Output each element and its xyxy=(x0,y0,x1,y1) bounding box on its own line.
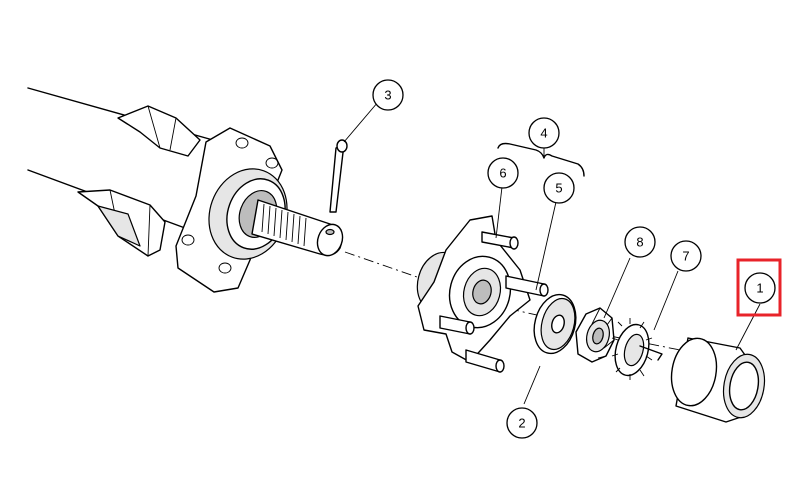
callout-8: 8 xyxy=(624,226,656,258)
callout-4-label: 4 xyxy=(540,126,547,141)
nut-retainer xyxy=(611,318,663,380)
axle-tube xyxy=(27,87,221,257)
callout-5: 5 xyxy=(543,172,575,204)
thrust-washer xyxy=(533,293,577,355)
callout-8-label: 8 xyxy=(636,235,643,250)
group-bracket xyxy=(497,142,585,177)
callout-1: 1 xyxy=(744,272,776,304)
callout-1-label: 1 xyxy=(756,281,763,296)
hex-nut xyxy=(575,307,615,363)
hub-dust-cap xyxy=(670,337,766,423)
callout-2: 2 xyxy=(506,407,538,439)
highlight-box xyxy=(736,258,782,317)
callout-6-label: 6 xyxy=(499,166,506,181)
splined-axle-shaft xyxy=(251,199,344,257)
leader-lines xyxy=(343,101,761,405)
callout-7-label: 7 xyxy=(682,249,689,264)
callout-5-label: 5 xyxy=(555,181,562,196)
wheel-hub xyxy=(416,215,549,373)
callout-6: 6 xyxy=(487,157,519,189)
cotter-pin xyxy=(329,139,348,213)
callout-4: 4 xyxy=(528,117,560,149)
callout-2-label: 2 xyxy=(518,416,525,431)
callout-7: 7 xyxy=(670,240,702,272)
callout-3: 3 xyxy=(372,79,404,111)
callout-3-label: 3 xyxy=(384,88,391,103)
